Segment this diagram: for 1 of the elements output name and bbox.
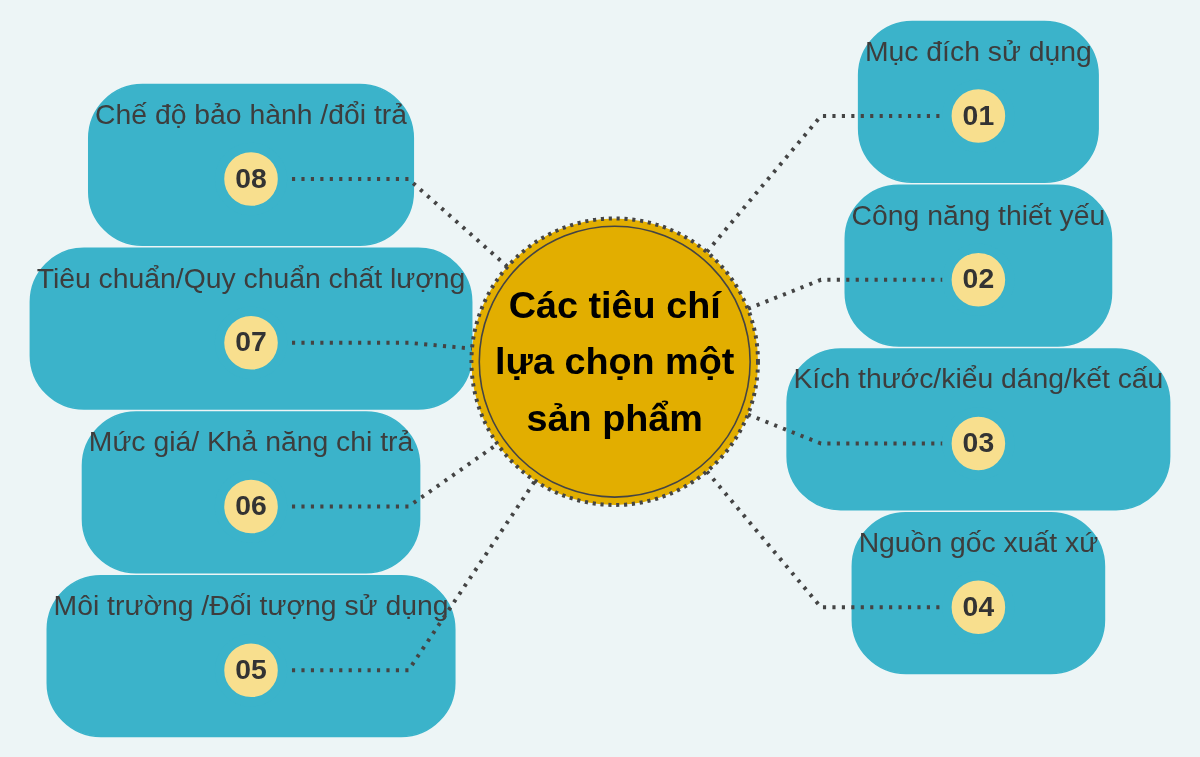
node-circle: Các tiêu chí lựa chọn một sản phẩm: [469, 215, 760, 507]
